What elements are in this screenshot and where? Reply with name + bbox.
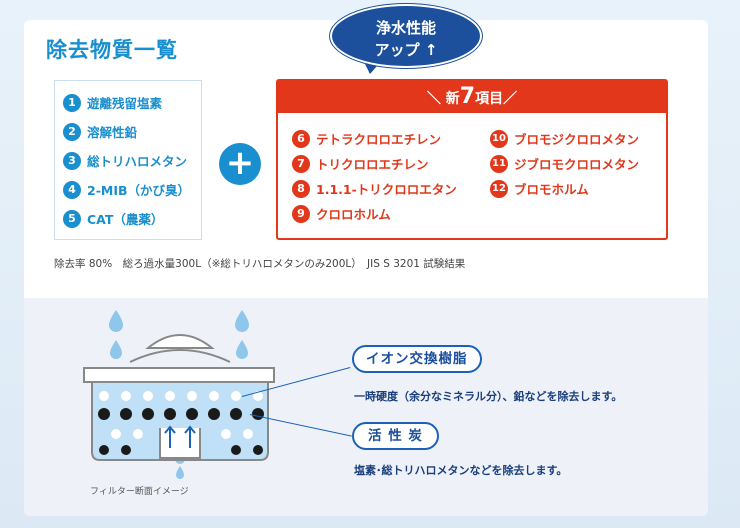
header-prefix: ＼ 新 <box>426 91 460 107</box>
number-badge: 7 <box>292 154 310 173</box>
number-badge: 10 <box>490 129 508 148</box>
basic-item-label: CAT（農薬） <box>87 212 164 227</box>
bubble-line-2: アップ ↑ <box>374 41 438 59</box>
performance-up-bubble: 浄水性能 アップ ↑ <box>330 4 482 68</box>
new-item: 11 ジブロモクロロメタン <box>490 154 639 173</box>
basic-item-label: 2-MIB（かび臭） <box>87 183 191 198</box>
number-badge: 12 <box>490 179 508 198</box>
number-badge: 5 <box>63 209 81 228</box>
basic-items-box: 1 遊離残留塩素 2 溶解性鉛 3 総トリハロメタン 4 2-MIB（かび臭） … <box>54 80 202 240</box>
new-items-header: ＼ 新7項目／ <box>278 81 666 113</box>
activated-carbon-label: 活 性 炭 <box>352 422 439 450</box>
new-item-label: トリクロロエチレン <box>316 157 429 172</box>
new-item-label: ブロモホルム <box>514 182 589 197</box>
new-item: 9 クロロホルム <box>292 204 391 223</box>
basic-item-label: 遊離残留塩素 <box>87 96 163 111</box>
number-badge: 11 <box>490 154 508 173</box>
basic-item: 3 総トリハロメタン <box>63 151 187 170</box>
new-item: 8 1.1.1-トリクロロエタン <box>292 179 457 198</box>
illustration-caption: フィルター断面イメージ <box>90 487 189 497</box>
new-item-label: クロロホルム <box>316 207 391 222</box>
new-item: 10 ブロモジクロロメタン <box>490 129 639 148</box>
header-count: 7 <box>459 84 476 109</box>
new-item: 7 トリクロロエチレン <box>292 154 429 173</box>
basic-item: 5 CAT（農薬） <box>63 209 163 228</box>
basic-item-label: 総トリハロメタン <box>87 154 188 169</box>
new-item-label: テトラクロロエチレン <box>316 132 442 147</box>
new-item: 6 テトラクロロエチレン <box>292 129 441 148</box>
number-badge: 9 <box>292 204 310 223</box>
bubble-line-1: 浄水性能 <box>375 19 436 37</box>
activated-carbon-desc: 塩素･総トリハロメタンなどを除去します。 <box>354 464 568 477</box>
number-badge: 6 <box>292 129 310 148</box>
test-result-note: 除去率 80% 総ろ過水量300L（※総トリハロメタンのみ200L） JIS S… <box>54 258 466 270</box>
basic-item-label: 溶解性鉛 <box>87 125 138 140</box>
number-badge: 2 <box>63 122 81 141</box>
basic-item: 2 溶解性鉛 <box>63 122 137 141</box>
number-badge: 4 <box>63 180 81 199</box>
number-badge: 8 <box>292 179 310 198</box>
new-item-label: ジブロモクロロメタン <box>514 157 640 172</box>
new-items-box: ＼ 新7項目／ 6 テトラクロロエチレン 7 トリクロロエチレン 8 1.1.1… <box>276 79 668 240</box>
number-badge: 3 <box>63 151 81 170</box>
ion-exchange-resin-label: イオン交換樹脂 <box>352 345 482 373</box>
basic-item: 4 2-MIB（かび臭） <box>63 180 190 199</box>
number-badge: 1 <box>63 93 81 112</box>
plus-icon: + <box>219 143 261 185</box>
page-title: 除去物質一覧 <box>46 38 178 62</box>
basic-item: 1 遊離残留塩素 <box>63 93 162 112</box>
new-item-label: 1.1.1-トリクロロエタン <box>316 182 457 197</box>
header-suffix: 項目／ <box>475 91 518 107</box>
new-item-label: ブロモジクロロメタン <box>514 132 640 147</box>
new-item: 12 ブロモホルム <box>490 179 589 198</box>
ion-exchange-resin-desc: 一時硬度（余分なミネラル分）、鉛などを除去します。 <box>354 390 623 403</box>
filter-cross-section-illustration <box>83 310 275 479</box>
